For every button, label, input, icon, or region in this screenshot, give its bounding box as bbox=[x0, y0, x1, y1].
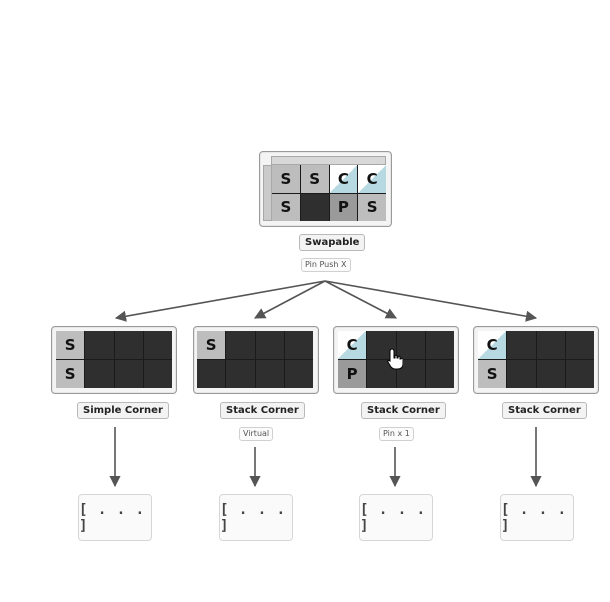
board-cell bbox=[284, 360, 313, 388]
placeholder-box: [ . . . ] bbox=[359, 494, 433, 541]
child-sublabel: Pin x 1 bbox=[379, 427, 414, 441]
placeholder-box: [ . . . ] bbox=[78, 494, 152, 541]
root-sublabel: Pin Push X bbox=[301, 258, 351, 272]
board-cell: P bbox=[338, 360, 367, 388]
cell-letter: S bbox=[366, 198, 378, 217]
board-cell: C bbox=[478, 331, 507, 359]
board-cell: S bbox=[272, 193, 300, 221]
child-label: Simple Corner bbox=[77, 402, 169, 419]
board-cell bbox=[565, 360, 594, 388]
root-board-left-strip bbox=[263, 165, 272, 221]
board-cell bbox=[536, 360, 565, 388]
cell-letter: C bbox=[337, 169, 349, 188]
board-cell bbox=[143, 331, 172, 359]
board-cell bbox=[425, 331, 454, 359]
cell-letter: S bbox=[64, 336, 76, 354]
board-cell bbox=[396, 331, 425, 359]
child-sublabel: Virtual bbox=[239, 427, 274, 441]
board-cell bbox=[226, 360, 255, 388]
cell-letter: S bbox=[64, 365, 76, 383]
cell-letter: S bbox=[205, 336, 217, 354]
hand-cursor-icon bbox=[387, 348, 403, 370]
board-cell bbox=[300, 193, 329, 221]
child-label: Stack Corner bbox=[502, 402, 587, 419]
board-cell bbox=[114, 331, 143, 359]
root-label: Swapable bbox=[299, 234, 366, 251]
cell-letter: C bbox=[486, 336, 498, 354]
child-label: Stack Corner bbox=[361, 402, 446, 419]
board-cell bbox=[255, 360, 284, 388]
arrow-icon bbox=[114, 280, 326, 322]
board-cell bbox=[255, 331, 284, 359]
arrow-icon bbox=[324, 280, 397, 319]
board-cell: S bbox=[358, 193, 386, 221]
child-board-stack-corner-virtual: S bbox=[197, 331, 313, 388]
board-cell bbox=[85, 360, 114, 388]
cell-letter: C bbox=[366, 169, 378, 188]
cell-letter: S bbox=[280, 169, 292, 188]
root-board-top-strip bbox=[271, 156, 386, 165]
board-cell: S bbox=[56, 331, 85, 359]
placeholder-box: [ . . . ] bbox=[500, 494, 574, 541]
cell-letter: P bbox=[337, 198, 349, 217]
board-cell bbox=[507, 360, 536, 388]
board-cell: C bbox=[358, 165, 386, 193]
cell-letter: S bbox=[309, 169, 321, 188]
cell-letter: S bbox=[280, 198, 292, 217]
arrow-icon bbox=[324, 280, 538, 322]
board-cell bbox=[536, 331, 565, 359]
board-cell bbox=[197, 360, 226, 388]
board-cell bbox=[507, 331, 536, 359]
child-label: Stack Corner bbox=[220, 402, 305, 419]
board-cell: P bbox=[329, 193, 358, 221]
cell-letter: S bbox=[486, 365, 498, 383]
board-cell bbox=[565, 331, 594, 359]
board-cell: S bbox=[56, 360, 85, 388]
board-cell: S bbox=[478, 360, 507, 388]
board-cell bbox=[284, 331, 313, 359]
cell-letter: C bbox=[346, 336, 358, 354]
board-cell: C bbox=[338, 331, 367, 359]
board-cell bbox=[143, 360, 172, 388]
board-cell: S bbox=[300, 165, 329, 193]
placeholder-box: [ . . . ] bbox=[219, 494, 293, 541]
board-cell bbox=[425, 360, 454, 388]
cell-letter: P bbox=[346, 365, 358, 383]
board-cell bbox=[114, 360, 143, 388]
board-cell: S bbox=[272, 165, 300, 193]
board-cell: C bbox=[329, 165, 358, 193]
board-cell bbox=[85, 331, 114, 359]
arrow-icon bbox=[254, 280, 326, 319]
board-cell bbox=[226, 331, 255, 359]
board-cell: S bbox=[197, 331, 226, 359]
